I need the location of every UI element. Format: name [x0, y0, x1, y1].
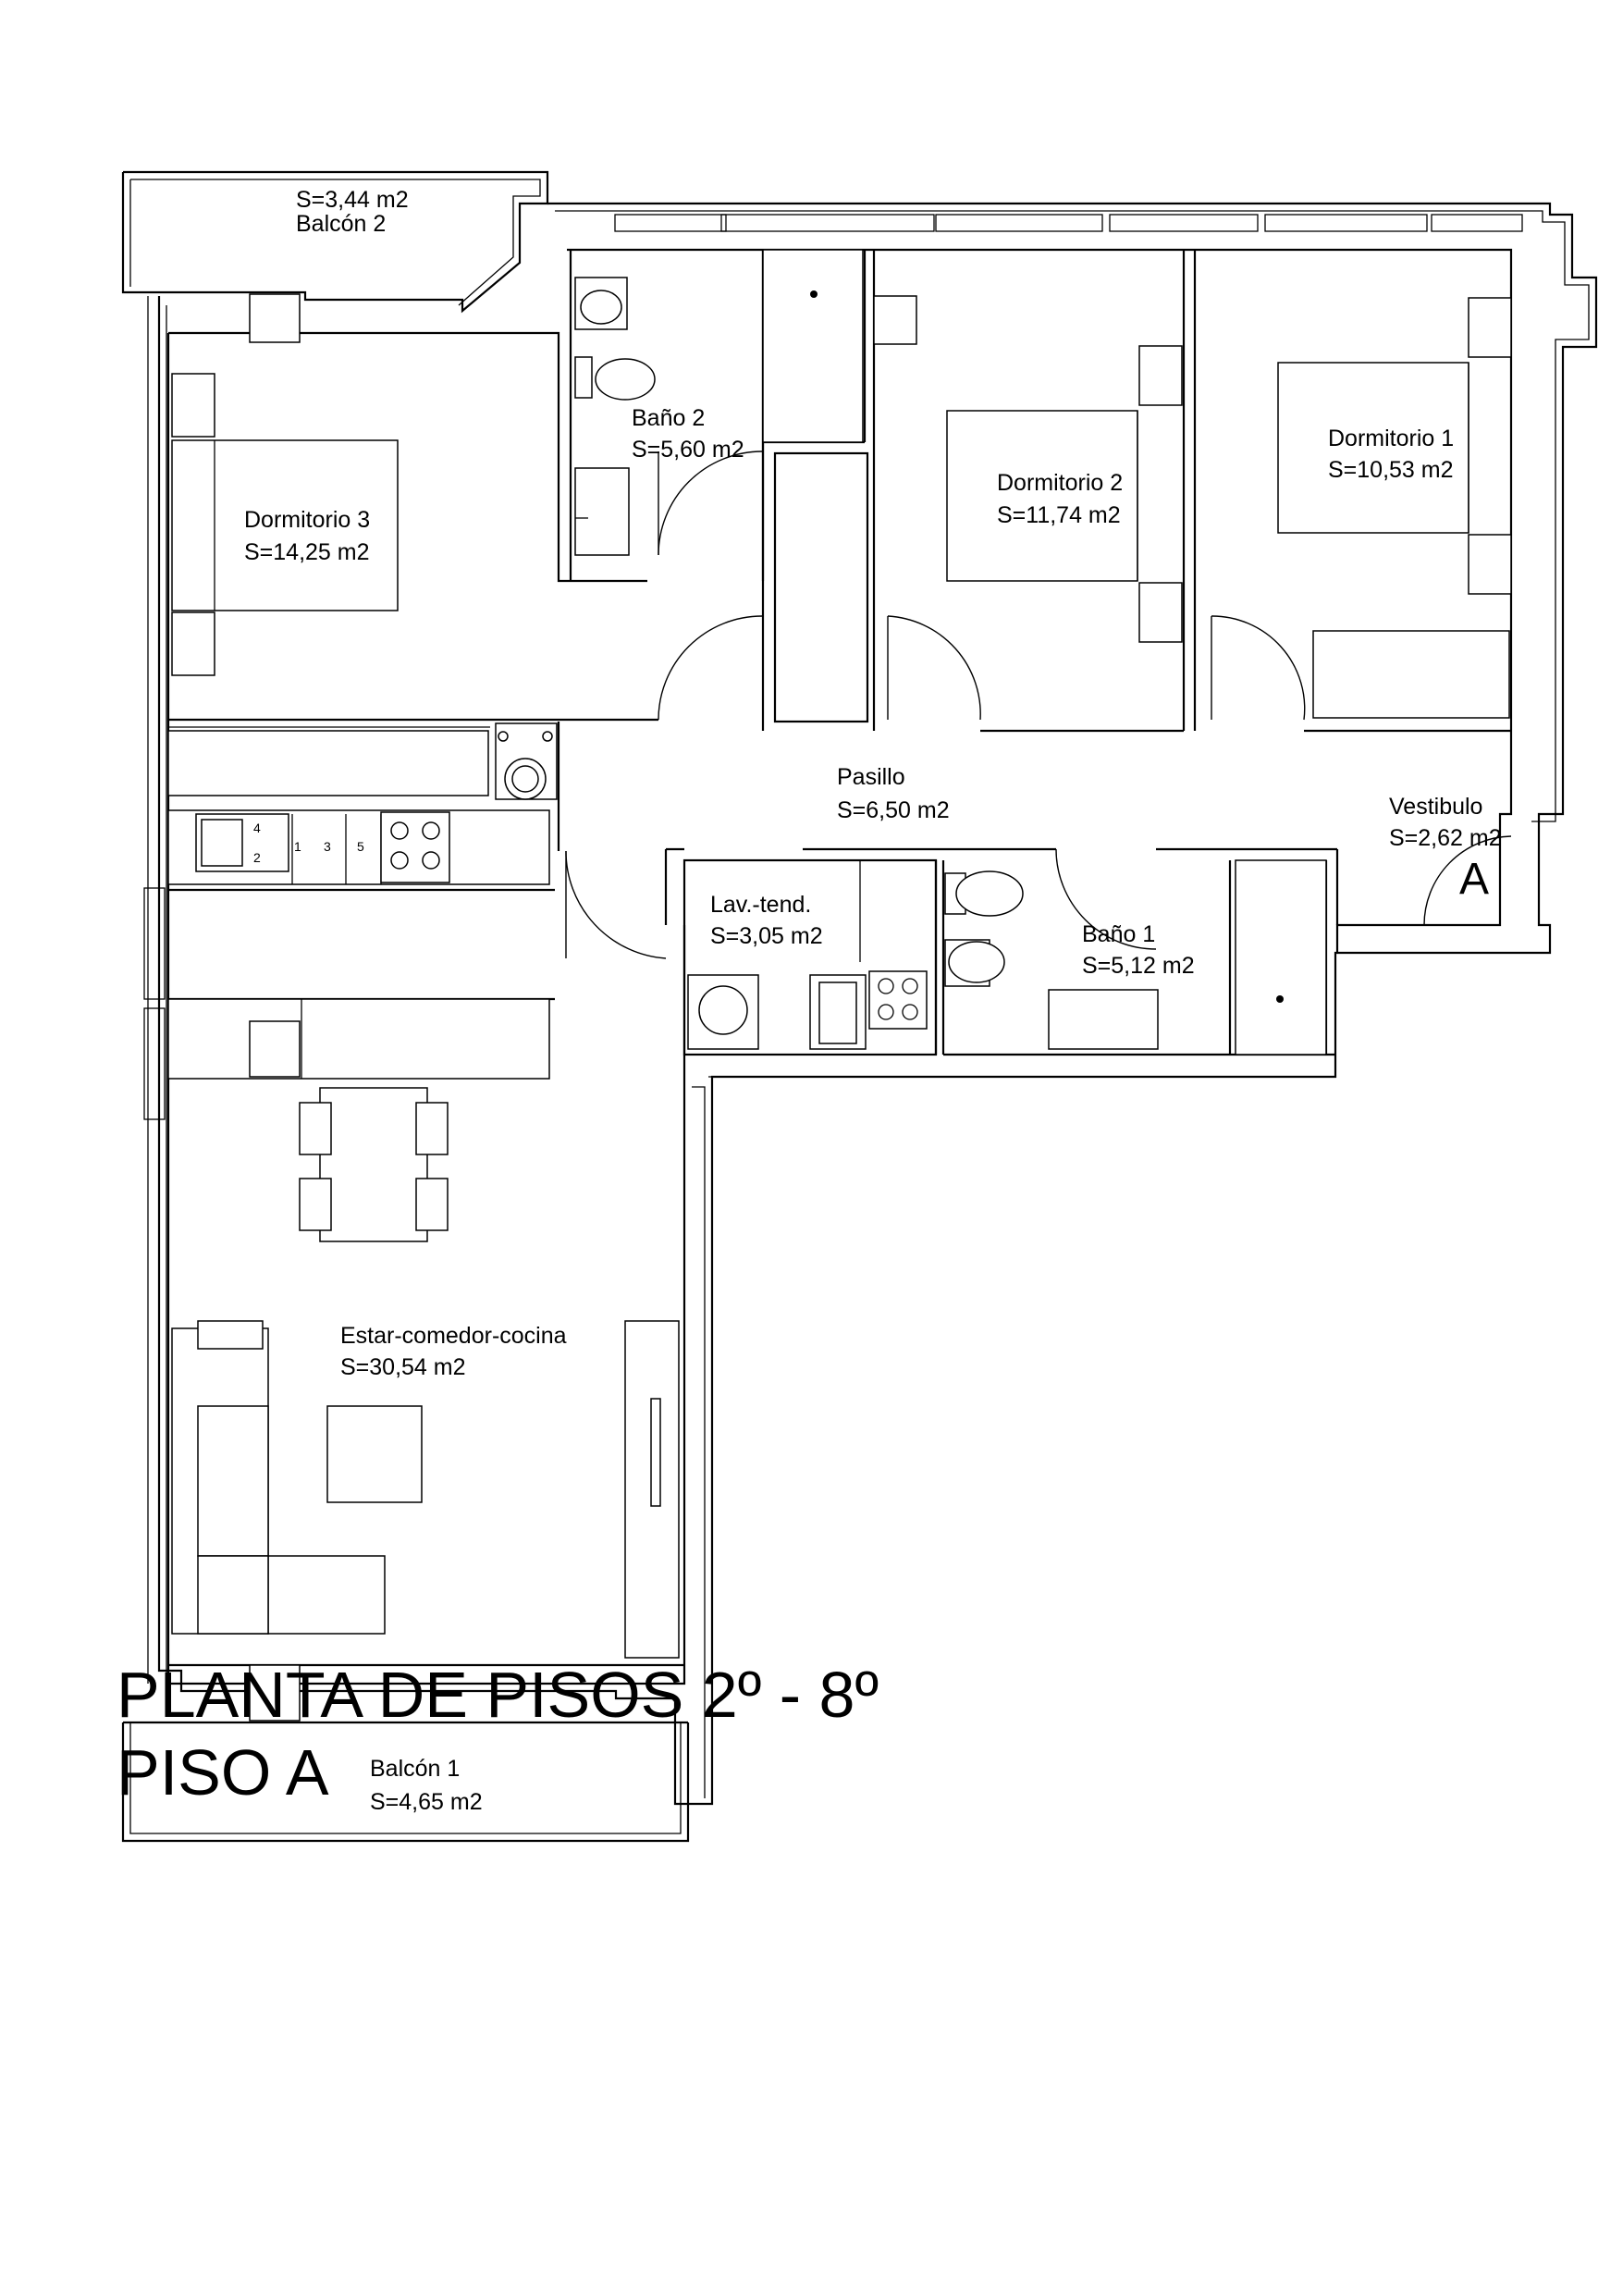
- counter-mark: 5: [357, 839, 364, 854]
- room-area: S=3,44 m2: [296, 187, 409, 213]
- desk: [1312, 630, 1510, 719]
- sink: [1048, 989, 1159, 1050]
- counter-mark: 1: [294, 839, 301, 854]
- room-area: S=10,53 m2: [1328, 457, 1454, 483]
- dining-table: [319, 1087, 428, 1242]
- bed: [171, 439, 399, 611]
- room-name: Baño 1: [1082, 921, 1155, 947]
- room-area: S=2,62 m2: [1389, 825, 1502, 851]
- bed: [1277, 362, 1469, 534]
- room-name: Vestibulo: [1389, 794, 1482, 820]
- coffee-table: [326, 1405, 423, 1503]
- room-labels: S=3,44 m2 Balcón 2 Baño 2 S=5,60 m2 Dorm…: [244, 187, 1502, 1815]
- furniture: 4 2 1 3 5: [167, 249, 1512, 1722]
- entrance-mark: A: [1459, 855, 1489, 904]
- kitchen-island: [167, 998, 550, 1080]
- toilet: [595, 358, 656, 401]
- room-area: S=3,05 m2: [710, 923, 823, 949]
- room-name: Dormitorio 2: [997, 470, 1123, 496]
- plan-subtitle: PISO A: [117, 1736, 329, 1808]
- balcony-2: [121, 170, 549, 314]
- sink: [574, 467, 630, 556]
- shower: [1235, 859, 1327, 1055]
- balcony-1: [121, 1721, 690, 1843]
- counter-mark: 2: [253, 850, 261, 865]
- room-name: Balcón 1: [370, 1756, 460, 1782]
- nightstand: [171, 373, 215, 438]
- doors: [565, 451, 1512, 959]
- room-area: S=4,65 m2: [370, 1789, 483, 1815]
- counter-mark: 3: [324, 839, 331, 854]
- water-heater: [868, 970, 928, 1030]
- bidet: [948, 941, 1005, 983]
- room-area: S=30,54 m2: [340, 1354, 466, 1380]
- room-name: Dormitorio 3: [244, 507, 370, 533]
- cooktop: [380, 811, 450, 883]
- bidet: [580, 290, 622, 325]
- room-name: Pasillo: [837, 764, 905, 790]
- room-name: Estar-comedor-cocina: [340, 1323, 567, 1349]
- room-area: S=5,12 m2: [1082, 953, 1195, 979]
- room-area: S=14,25 m2: [244, 539, 370, 565]
- room-name: Lav.-tend.: [710, 892, 811, 918]
- room-name: Dormitorio 1: [1328, 426, 1454, 451]
- shower: [762, 249, 864, 443]
- room-name: Balcón 2: [296, 211, 386, 237]
- room-area: S=11,74 m2: [997, 502, 1121, 528]
- nightstand: [171, 611, 215, 676]
- toilet: [955, 870, 1024, 917]
- room-area: S=6,50 m2: [837, 797, 950, 823]
- wardrobe: [167, 730, 489, 796]
- exterior-walls: [143, 202, 1598, 1806]
- counter-mark: 4: [253, 821, 261, 835]
- bed: [946, 410, 1138, 582]
- room-area: S=5,60 m2: [632, 437, 744, 463]
- title-block: PLANTA DE PISOS 2º - 8º PISO A: [117, 1656, 879, 1811]
- plan-title: PLANTA DE PISOS 2º - 8º: [117, 1659, 879, 1731]
- room-name: Baño 2: [632, 405, 705, 431]
